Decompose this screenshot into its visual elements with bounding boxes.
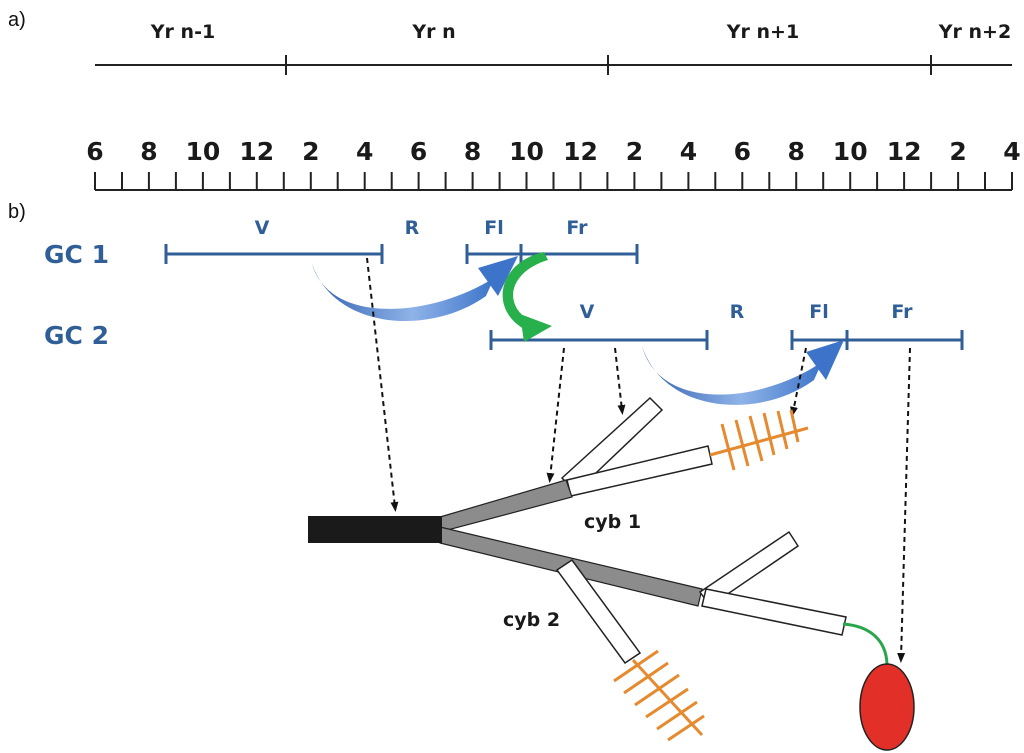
- cyb2-label: cyb 2: [503, 609, 560, 631]
- dashed-arrows: [366, 257, 911, 663]
- month-labels: 6 8 10 12 2 4 6 8 10 12 2 4 6 8 10 12 2 4: [86, 137, 1020, 166]
- month-tick-label: 10: [186, 137, 221, 166]
- fruit-stalk: [842, 622, 889, 665]
- base-stem: [308, 516, 442, 543]
- gc1-timeline: V R Fl Fr: [164, 217, 639, 264]
- month-tick-label: 12: [563, 137, 598, 166]
- shoot-leaf: [701, 588, 847, 636]
- gc2-timeline: V R Fl Fr: [489, 301, 964, 350]
- month-tick-label: 2: [302, 137, 319, 166]
- month-tick-label: 2: [626, 137, 643, 166]
- phase-label-fr: Fr: [891, 301, 913, 323]
- phase-label-r: R: [405, 217, 420, 239]
- month-tick-label: 4: [1003, 137, 1020, 166]
- gc1-label: GC 1: [44, 240, 109, 269]
- phase-label-v: V: [580, 301, 595, 323]
- inflorescence-upper: [709, 409, 809, 471]
- month-tick-label: 8: [140, 137, 157, 166]
- month-tick-label: 8: [787, 137, 804, 166]
- year-label: Yr n-1: [150, 21, 215, 43]
- phase-label-fl: Fl: [484, 217, 504, 239]
- dashed-arrow: [614, 347, 626, 415]
- month-tick-label: 8: [464, 137, 481, 166]
- month-tick-label: 12: [239, 137, 274, 166]
- month-ruler: [94, 172, 1013, 191]
- phase-label-r: R: [730, 301, 745, 323]
- month-tick-label: 12: [887, 137, 922, 166]
- dashed-arrow: [897, 347, 911, 663]
- month-tick-label: 4: [680, 137, 697, 166]
- fruit: [859, 663, 915, 751]
- dashed-arrow: [366, 257, 399, 512]
- gc2-label: GC 2: [44, 321, 109, 350]
- month-tick-label: 10: [509, 137, 544, 166]
- month-tick-label: 10: [833, 137, 868, 166]
- dashed-arrow: [546, 347, 565, 483]
- phase-label-fr: Fr: [566, 217, 588, 239]
- gc2-blue-curved-arrow: [642, 340, 844, 405]
- cyb1-branch: [439, 479, 573, 533]
- year-label: Yr n: [411, 21, 455, 43]
- month-tick-label: 4: [356, 137, 373, 166]
- panel-label-a: a): [8, 9, 26, 31]
- dashed-arrow: [790, 347, 807, 417]
- plant-architecture: cyb 1 cyb 2: [308, 396, 915, 751]
- cyb1-label: cyb 1: [584, 511, 641, 533]
- month-tick-label: 6: [86, 137, 103, 166]
- shoot-leaf: [555, 558, 642, 665]
- year-label: Yr n+2: [938, 21, 1011, 43]
- green-transition-arrow: [502, 252, 552, 342]
- panel-label-b: b): [8, 201, 26, 223]
- inflorescence-lower: [613, 649, 705, 742]
- year-label: Yr n+1: [726, 21, 799, 43]
- month-tick-label: 2: [949, 137, 966, 166]
- month-tick-label: 6: [734, 137, 751, 166]
- gc1-blue-curved-arrow: [312, 256, 518, 322]
- phase-label-v: V: [255, 217, 270, 239]
- phase-label-fl: Fl: [809, 301, 829, 323]
- month-tick-label: 6: [410, 137, 427, 166]
